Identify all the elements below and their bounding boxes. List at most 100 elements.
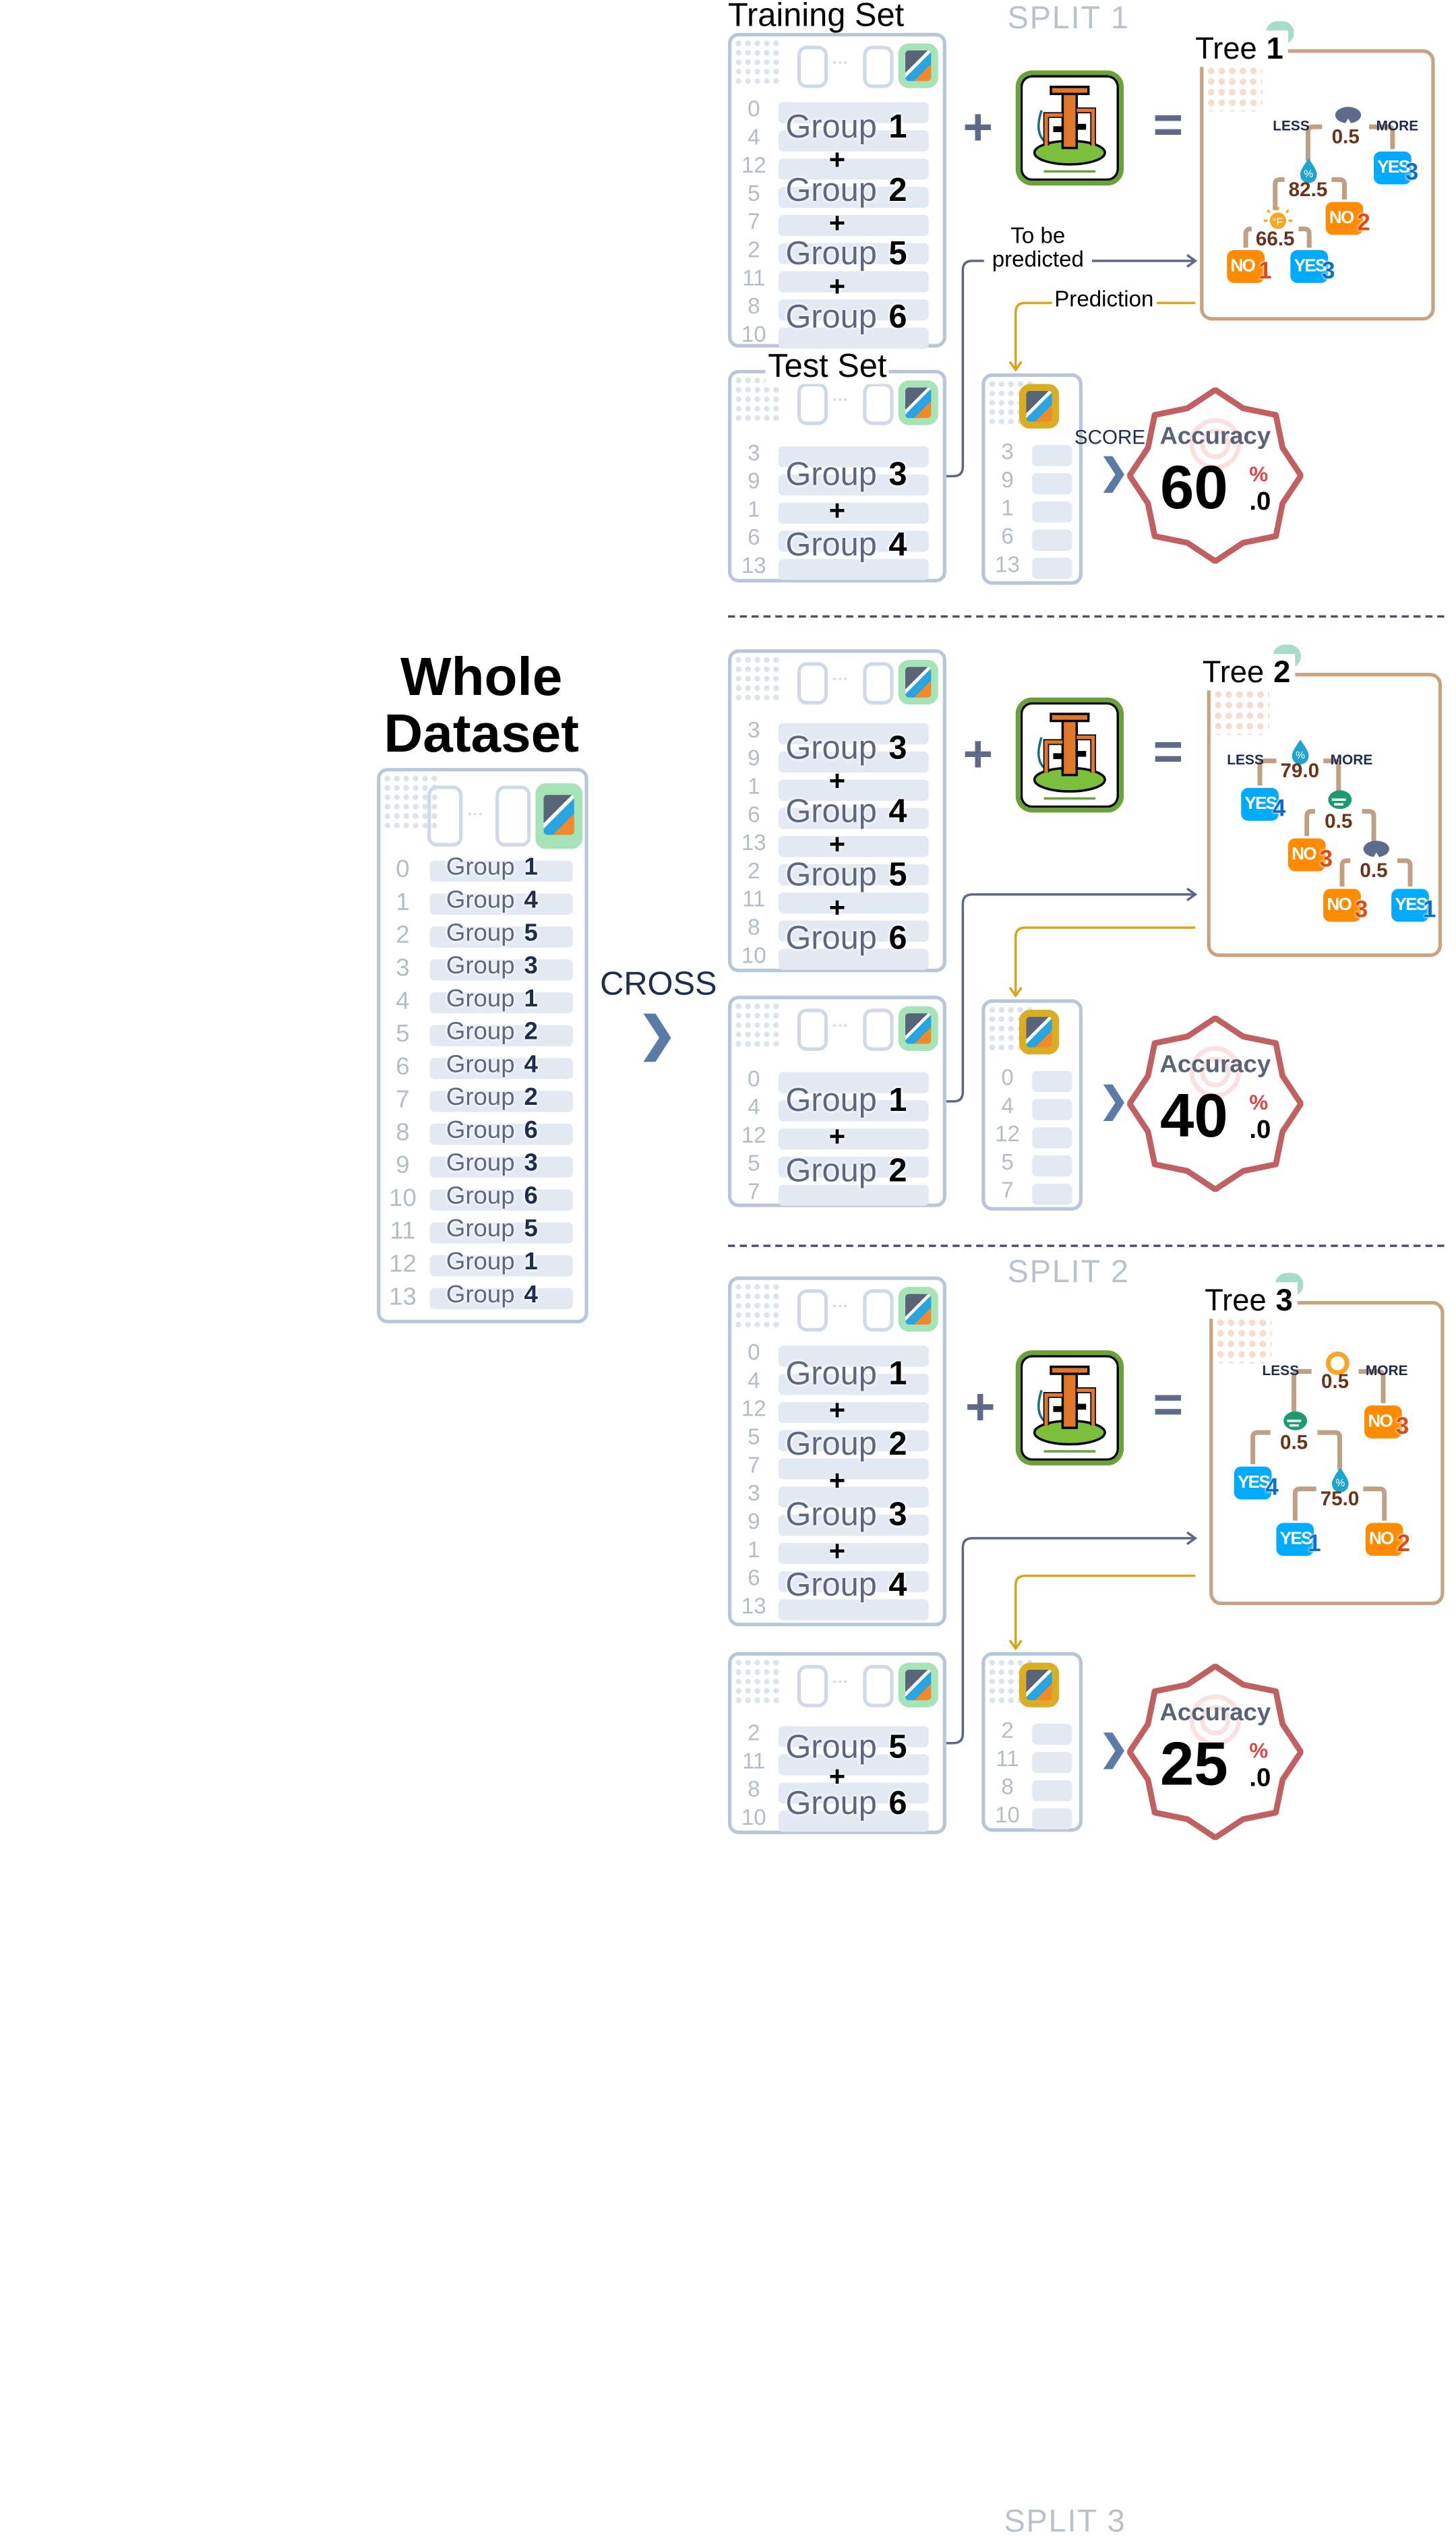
threshold-value: 82.5 bbox=[1288, 178, 1328, 201]
group-number: 1 bbox=[888, 1081, 907, 1118]
column-slot-icon bbox=[862, 1289, 894, 1332]
row-bar bbox=[429, 1058, 574, 1079]
group-number: 4 bbox=[524, 1281, 538, 1308]
row-bar bbox=[778, 1599, 929, 1621]
target-glyph-icon bbox=[543, 795, 574, 835]
prediction-cell bbox=[1032, 1751, 1072, 1774]
row-index: 4 bbox=[748, 125, 760, 150]
leaf-count: 3 bbox=[1395, 1414, 1409, 1440]
more-label: MORE bbox=[1365, 1362, 1408, 1379]
group-word: Group bbox=[785, 235, 877, 272]
prediction-cell bbox=[1032, 529, 1072, 551]
score-label: SCORE bbox=[1074, 426, 1146, 449]
row-index: 4 bbox=[748, 1095, 760, 1120]
leaf-label: YES bbox=[1395, 895, 1428, 915]
row-bar bbox=[778, 920, 929, 942]
row-index: 7 bbox=[748, 210, 760, 235]
row-bar bbox=[778, 864, 929, 886]
row-index: 13 bbox=[389, 1283, 417, 1310]
training-set-panel-title: Training Set bbox=[725, 0, 907, 33]
split-label: SPLIT 3 bbox=[1004, 2503, 1126, 2539]
group-number: 4 bbox=[524, 886, 538, 914]
equals-operator: = bbox=[1153, 1376, 1184, 1434]
row-index: 9 bbox=[748, 746, 760, 772]
group-word: Group bbox=[785, 729, 877, 766]
prediction-target-icon bbox=[1019, 1010, 1060, 1055]
row-bar bbox=[778, 474, 929, 496]
plus-sign: + bbox=[828, 1465, 846, 1497]
group-word: Group bbox=[446, 1215, 515, 1242]
plus-operator: + bbox=[963, 98, 994, 156]
leaf-count: 4 bbox=[1273, 796, 1286, 822]
prediction-line bbox=[1014, 926, 1196, 996]
plus-sign: + bbox=[828, 892, 846, 924]
row-bar bbox=[778, 1345, 929, 1367]
row-bar bbox=[429, 1222, 574, 1244]
leaf-label: NO bbox=[1230, 255, 1256, 276]
column-slot-icon bbox=[797, 1665, 828, 1707]
row-index: 3 bbox=[748, 1482, 760, 1507]
group-number: 6 bbox=[524, 1116, 538, 1144]
group-number: 5 bbox=[888, 855, 907, 893]
column-slot-icon bbox=[427, 785, 463, 847]
row-index: 11 bbox=[742, 887, 766, 913]
row-index: 12 bbox=[741, 154, 766, 179]
row-bar bbox=[778, 1754, 929, 1776]
tree-edge bbox=[1323, 758, 1341, 793]
model-tree-icon bbox=[1033, 1365, 1106, 1453]
row-bar bbox=[778, 327, 929, 349]
row-bar bbox=[778, 1542, 929, 1565]
rain-cloud-icon bbox=[1361, 839, 1389, 862]
split-node: %82.5 bbox=[1288, 157, 1328, 202]
column-slot-icon bbox=[862, 382, 894, 425]
ellipsis-icon: ··· bbox=[832, 1015, 849, 1035]
row-bar bbox=[778, 102, 929, 123]
tree-edge bbox=[1317, 1430, 1342, 1470]
more-label: MORE bbox=[1376, 117, 1419, 134]
wind-icon bbox=[1281, 1410, 1307, 1431]
row-bar bbox=[778, 158, 929, 180]
tree-number: 3 bbox=[1275, 1282, 1293, 1318]
plus-operator: + bbox=[963, 725, 994, 783]
test-set-panel-title: Test Set bbox=[765, 348, 889, 384]
tree-word: Tree bbox=[1205, 1282, 1267, 1318]
to-be-predicted-line bbox=[946, 893, 1196, 1103]
group-number: 1 bbox=[888, 108, 907, 145]
column-slot-icon bbox=[862, 45, 894, 88]
prediction-line bbox=[1014, 301, 1196, 370]
group-word: Group bbox=[446, 1149, 515, 1177]
target-glyph-icon bbox=[905, 667, 932, 698]
row-index: 1 bbox=[748, 775, 760, 800]
row-bar bbox=[778, 559, 929, 580]
threshold-value: 66.5 bbox=[1255, 227, 1295, 251]
group-number: 4 bbox=[524, 1051, 538, 1079]
group-number: 3 bbox=[888, 455, 907, 492]
target-glyph-icon bbox=[905, 1013, 932, 1044]
group-number: 3 bbox=[524, 952, 538, 979]
group-number: 6 bbox=[888, 1784, 907, 1821]
leaf-count: 1 bbox=[1422, 897, 1436, 924]
column-slot-icon bbox=[862, 1665, 894, 1707]
row-bar bbox=[778, 1100, 929, 1122]
plus-sign: + bbox=[828, 495, 846, 528]
target-column-icon bbox=[898, 380, 938, 425]
plus-sign: + bbox=[828, 1395, 846, 1427]
group-word: Group bbox=[446, 853, 515, 881]
column-slot-icon bbox=[862, 1008, 894, 1052]
humidity-drop-icon: % bbox=[1287, 739, 1312, 764]
group-word: Group bbox=[785, 792, 877, 829]
group-number: 5 bbox=[524, 919, 538, 946]
row-index: 3 bbox=[748, 441, 760, 466]
title-line-2: Dataset bbox=[384, 702, 579, 764]
